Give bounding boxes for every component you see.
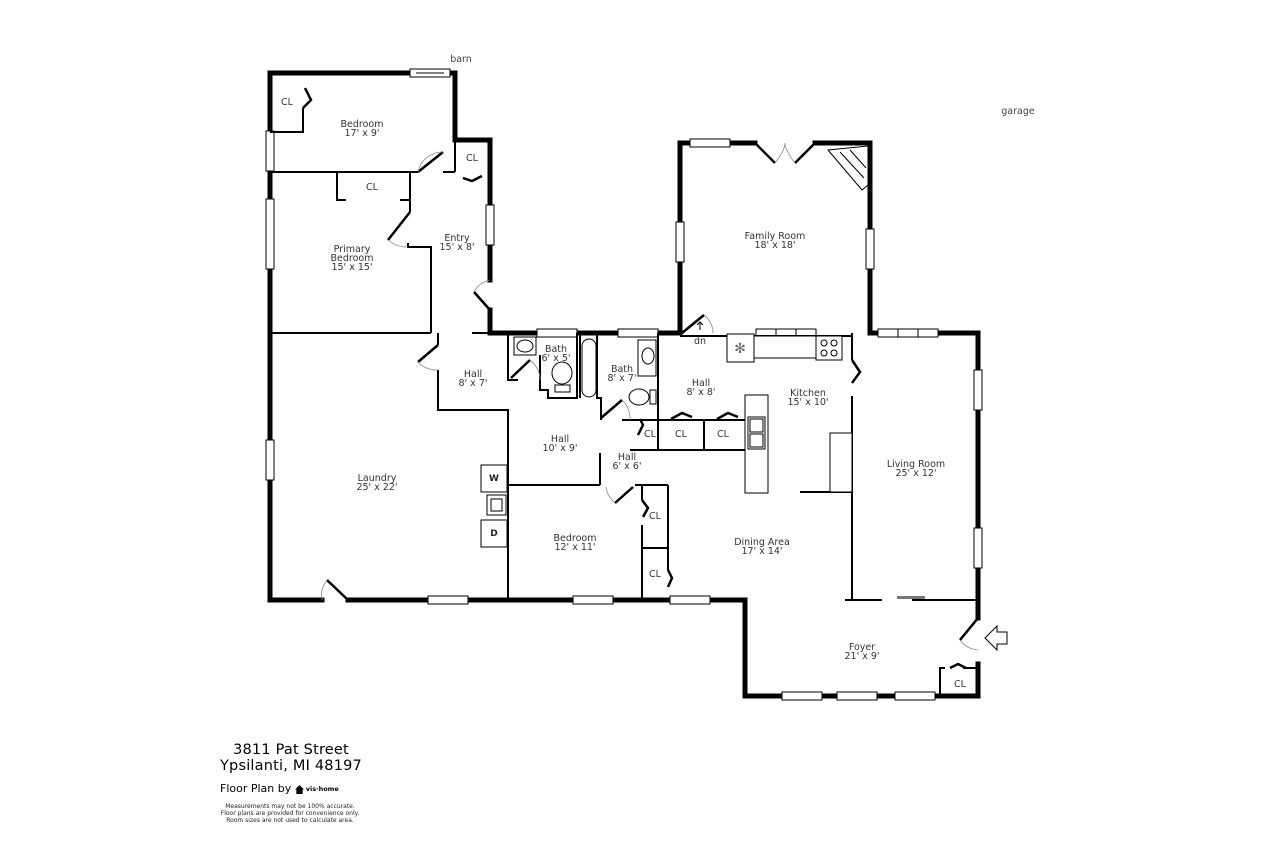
room-foyer-dim: 21' x 9' (844, 651, 879, 662)
room-hall-small-dim: 6' x 6' (613, 461, 642, 472)
room-family-room-dim: 18' x 18' (754, 240, 795, 251)
room-hall-east-dim: 8' x 8' (687, 387, 716, 398)
entrance-arrow-icon (984, 624, 1008, 652)
refrigerator-icon (726, 333, 755, 363)
disclaimer-line-2: Floor plans are provided for convenience… (220, 810, 360, 817)
room-bath-large-dim: 8' x 7' (608, 373, 637, 384)
room-entry-name: Entry (444, 233, 470, 244)
disclaimer: Measurements may not be 100% accurate. F… (200, 803, 380, 824)
closet-label: CL (675, 429, 688, 440)
room-bedroom-north-name: Bedroom (341, 119, 384, 130)
closet-label: CL (366, 182, 379, 193)
room-hall-east-name: Hall (692, 378, 710, 389)
room-primary-bedroom-name-2: Bedroom (331, 253, 374, 264)
toilet-icon (628, 388, 650, 406)
room-entry-dim: 15' x 8' (439, 242, 474, 253)
room-bath-small-dim: 6' x 5' (542, 353, 571, 364)
room-living-room-dim: 25' x 12' (895, 468, 936, 479)
room-primary-bedroom-dim: 15' x 15' (331, 262, 372, 273)
snowflake-icon: ✻ (734, 341, 746, 357)
floor-plan-credit: Floor Plan by vis·home (220, 782, 339, 795)
washer (480, 464, 508, 493)
stairs-down-label: dn (694, 336, 706, 347)
address-block: 3811 Pat Street Ypsilanti, MI 48197 (216, 742, 366, 774)
room-foyer-name: Foyer (849, 642, 875, 653)
room-laundry-name: Laundry (358, 473, 397, 484)
garage-label: garage (1001, 106, 1035, 117)
washer-label: W (489, 474, 499, 484)
toilet-icon (551, 361, 573, 385)
barn-label: barn (450, 54, 472, 65)
closet-label: CL (281, 97, 294, 108)
room-hall-center-name: Hall (551, 434, 569, 445)
disclaimer-line-1: Measurements may not be 100% accurate. (225, 803, 355, 810)
brand-name: vis·home (305, 785, 339, 793)
room-hall-west-dim: 8' x 7' (459, 378, 488, 389)
brand-logo: vis·home (294, 784, 339, 794)
room-bedroom-south-dim: 12' x 11' (554, 542, 595, 553)
bathtub-icon (581, 338, 597, 398)
interior-walls (270, 108, 978, 696)
address-line-2: Ypsilanti, MI 48197 (219, 758, 362, 774)
dryer-label: D (490, 529, 497, 539)
room-dining-area-dim: 17' x 14' (741, 546, 782, 557)
fixtures: ✻ (480, 145, 1008, 652)
room-hall-center-dim: 10' x 9' (542, 443, 577, 454)
room-hall-west-name: Hall (464, 369, 482, 380)
dryer (480, 519, 508, 548)
room-laundry-dim: 25' x 22' (356, 482, 397, 493)
room-hall-small-name: Hall (618, 452, 636, 463)
floor-plan-by-label: Floor Plan by (220, 782, 292, 795)
stove-icon (815, 335, 843, 361)
room-primary-bedroom-name-1: Primary (334, 244, 371, 255)
room-bedroom-south-name: Bedroom (554, 533, 597, 544)
address-line-1: 3811 Pat Street (233, 742, 349, 758)
room-bath-small-name: Bath (545, 344, 567, 355)
closet-label: CL (649, 569, 662, 580)
fireplace-icon (827, 145, 869, 191)
labels: barn garage Bedroom 17' x 9' Primary Bed… (281, 54, 1035, 690)
closet-label: CL (644, 429, 657, 440)
room-bath-large-name: Bath (611, 364, 633, 375)
closet-label: CL (649, 511, 662, 522)
disclaimer-line-3: Room sizes are not used to calculate are… (226, 817, 354, 824)
closet-label: CL (466, 153, 479, 164)
room-bedroom-north-dim: 17' x 9' (344, 128, 379, 139)
closet-label: CL (717, 429, 730, 440)
room-living-room-name: Living Room (887, 459, 945, 470)
room-family-room-name: Family Room (745, 231, 806, 242)
room-kitchen-name: Kitchen (790, 388, 826, 399)
windows (265, 68, 983, 701)
closet-label: CL (954, 679, 967, 690)
doors (302, 87, 979, 670)
house-icon (294, 784, 304, 794)
room-kitchen-dim: 15' x 10' (787, 397, 828, 408)
room-dining-area-name: Dining Area (734, 537, 790, 548)
exterior-walls (267, 70, 981, 699)
